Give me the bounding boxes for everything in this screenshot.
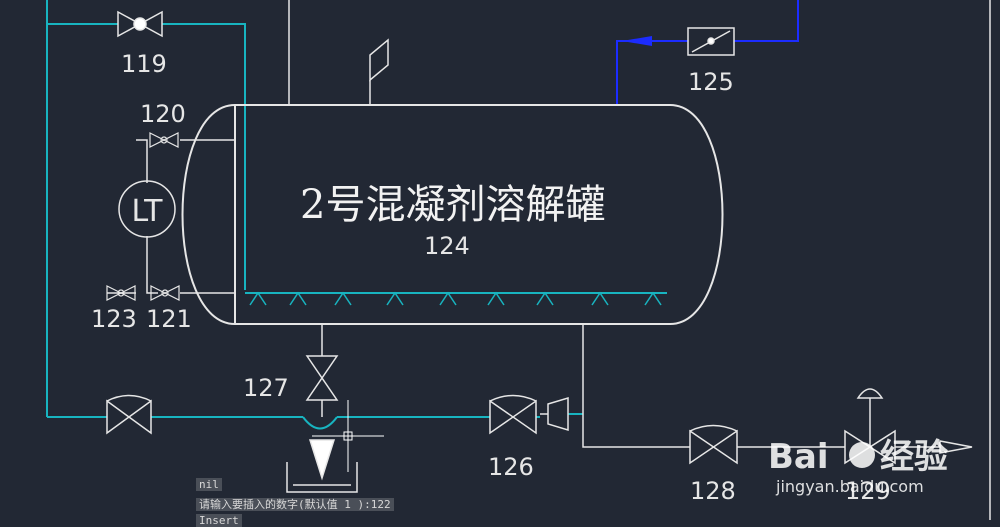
baidu-watermark: Bai 经验 jingyan.baidu.com bbox=[768, 437, 948, 496]
cmd-entered-value: ):122 bbox=[357, 498, 391, 511]
cmd-default-value: 1 bbox=[344, 498, 351, 511]
tank-vessel[interactable] bbox=[181, 104, 724, 325]
tank-shell bbox=[235, 104, 670, 325]
valve-120[interactable] bbox=[149, 132, 179, 148]
tank-left-head bbox=[181, 104, 236, 325]
valve-125[interactable] bbox=[687, 27, 735, 56]
valve-120-tag: 120 bbox=[140, 100, 186, 128]
valve-125-tag: 125 bbox=[688, 68, 734, 96]
valve-123-tag: 123 bbox=[91, 305, 137, 333]
cad-crosshair-cursor[interactable] bbox=[312, 400, 384, 472]
valve-bottom-left[interactable] bbox=[106, 394, 152, 435]
watermark-url: jingyan.baidu.com bbox=[775, 477, 924, 496]
distribution-nozzles bbox=[249, 291, 662, 306]
valve-129-tag: 129 bbox=[845, 477, 891, 505]
valve-128-tag: 128 bbox=[690, 477, 736, 505]
valve-126[interactable] bbox=[489, 394, 569, 435]
flow-arrow-icon bbox=[622, 36, 652, 46]
cmd-prompt-text: 请输入要插入的数字(默认值 bbox=[199, 498, 338, 511]
actuator-icon bbox=[856, 388, 884, 399]
drain-funnel bbox=[286, 439, 358, 493]
vent-flag-icon bbox=[369, 38, 389, 82]
level-transmitter[interactable]: LT bbox=[118, 180, 176, 238]
cyan-top-line bbox=[47, 23, 246, 290]
blue-vent-line bbox=[616, 0, 799, 106]
valve-119[interactable] bbox=[117, 10, 163, 38]
valve-121[interactable] bbox=[150, 285, 180, 301]
command-history-line-1: nil bbox=[196, 478, 222, 491]
valve-123[interactable] bbox=[106, 285, 136, 301]
tank-title: 2号混凝剂溶解罐 bbox=[300, 182, 605, 228]
lt-lower-tap bbox=[146, 236, 235, 294]
cmd-current[interactable]: Insert bbox=[196, 514, 242, 527]
valve-127[interactable] bbox=[305, 355, 339, 401]
valve-127-tag: 127 bbox=[243, 374, 289, 402]
cmd-nil: nil bbox=[196, 478, 222, 491]
valve-128[interactable] bbox=[689, 424, 738, 465]
white-pipes bbox=[107, 0, 991, 520]
paw-icon bbox=[849, 442, 875, 468]
valve-121-tag: 121 bbox=[146, 305, 192, 333]
tank-right-head bbox=[669, 104, 724, 325]
valve-119-tag: 119 bbox=[121, 50, 167, 78]
watermark-brand: Bai bbox=[768, 437, 829, 477]
cyan-u-bend bbox=[302, 416, 338, 430]
cyan-pipes bbox=[46, 0, 667, 430]
pump-icon bbox=[547, 396, 569, 432]
outlet-arrow-icon bbox=[939, 440, 973, 454]
lt-label: LT bbox=[132, 194, 164, 229]
watermark-brand-suffix: 经验 bbox=[880, 437, 948, 477]
command-history-line-2: 请输入要插入的数字(默认值 1 ):122 bbox=[196, 496, 394, 512]
valve-129[interactable] bbox=[844, 388, 896, 465]
tank-tag: 124 bbox=[424, 232, 470, 260]
valve-126-tag: 126 bbox=[488, 453, 534, 481]
lt-bubble bbox=[118, 180, 176, 238]
command-input-line[interactable]: Insert bbox=[196, 514, 242, 527]
right-outlet-line bbox=[582, 324, 940, 448]
cmd-prompt: 请输入要插入的数字(默认值 1 ):122 bbox=[196, 498, 394, 511]
lt-upper-tap bbox=[136, 139, 235, 183]
